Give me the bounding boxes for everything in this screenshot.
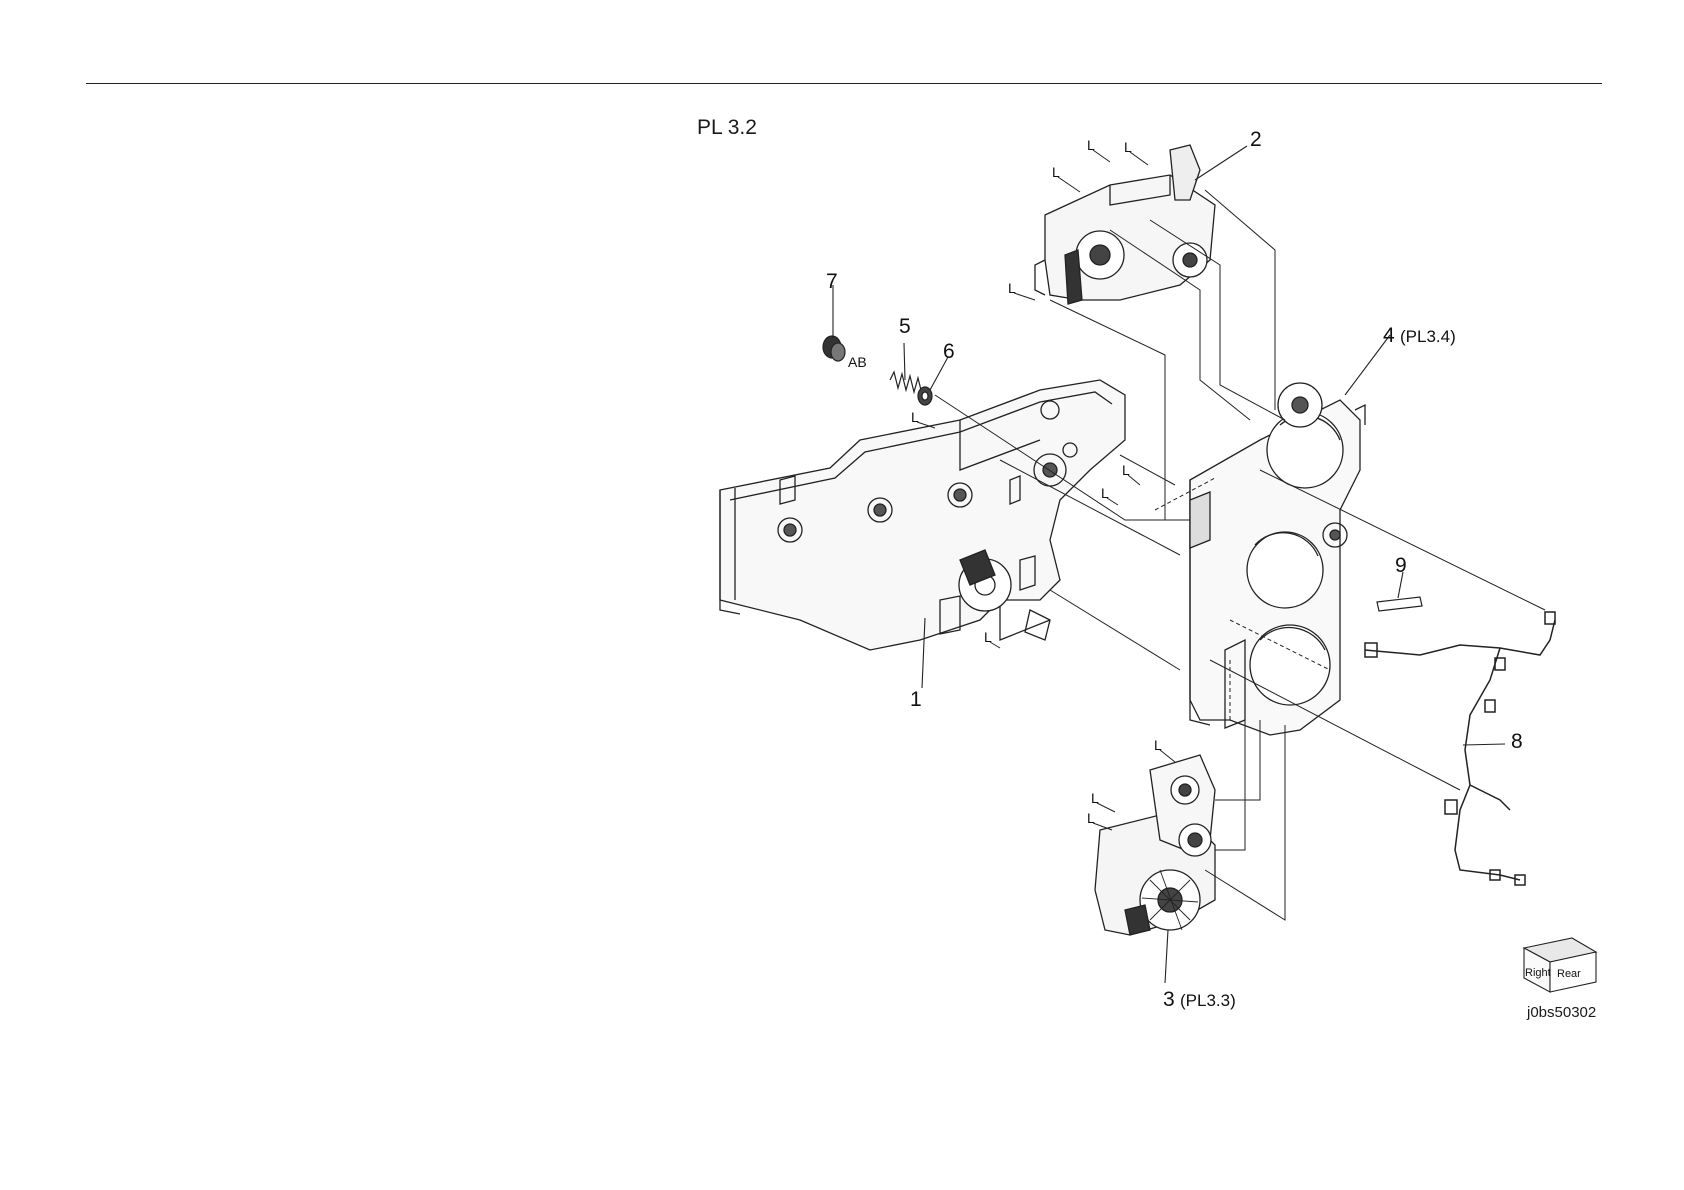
callout-9: 9: [1395, 554, 1407, 577]
callout-4-ref: (PL3.4): [1400, 327, 1456, 346]
callout-7: 7: [826, 270, 838, 293]
callout-6: 6: [943, 340, 955, 363]
lock-mark: L: [984, 629, 992, 645]
lock-mark: L: [1122, 462, 1130, 478]
part-1-main-frame: [720, 380, 1125, 650]
part-3-lower-drive: [1095, 755, 1215, 935]
lock-mark: L: [1052, 164, 1060, 180]
callout-1: 1: [910, 688, 922, 711]
orientation-right-label: Right: [1525, 967, 1551, 979]
orientation-rear-label: Rear: [1557, 968, 1581, 980]
callout-5: 5: [899, 315, 911, 338]
lock-mark: L: [1087, 810, 1095, 826]
lock-mark: L: [1124, 139, 1132, 155]
lock-mark: L: [1091, 790, 1099, 806]
callout-4: 4: [1383, 324, 1395, 347]
callout-3-ref: (PL3.3): [1180, 991, 1236, 1010]
part-8-harness: [1365, 612, 1555, 885]
part-9-label: [1377, 597, 1422, 611]
callout-8: 8: [1511, 730, 1523, 753]
lock-mark: L: [1087, 137, 1095, 153]
callout-2: 2: [1250, 128, 1262, 151]
lock-mark: L: [911, 409, 919, 425]
part-7-gear: [823, 336, 845, 361]
part-2-upper-bracket: [1035, 145, 1215, 304]
lock-mark: L: [1101, 485, 1109, 501]
image-id: j0bs50302: [1527, 1004, 1596, 1021]
lock-mark: L: [1154, 737, 1162, 753]
part-4-side-plate-assembly: [1190, 383, 1365, 735]
callout-3: 3: [1163, 988, 1175, 1011]
lock-mark: L: [1008, 280, 1016, 296]
part-5-spring: [890, 372, 922, 394]
ab-mark: AB: [848, 354, 867, 370]
orientation-cube-icon: Right Rear: [1524, 938, 1596, 992]
